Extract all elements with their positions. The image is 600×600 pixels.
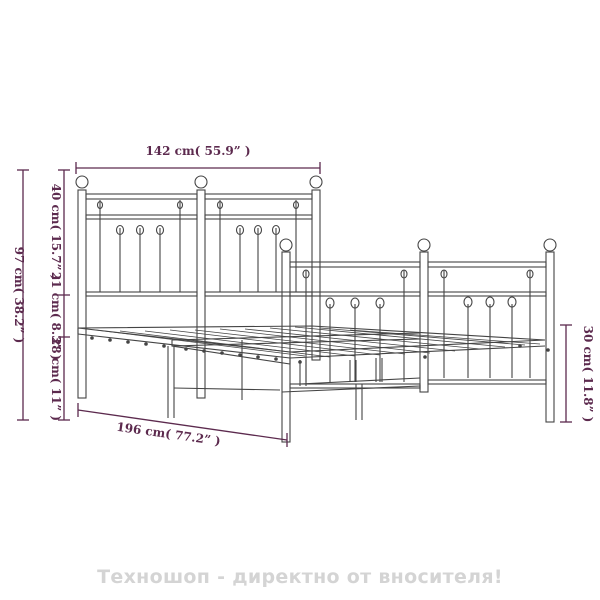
bed-frame	[75, 175, 557, 443]
segment-height-dimension-line	[58, 169, 70, 421]
length-label: 196 cm( 77.2” )	[116, 420, 222, 448]
dimension-lines	[17, 162, 572, 447]
under-bed-label: 28 cm( 11” )	[49, 337, 63, 421]
headboard-top-label: 40 cm( 15.7” )	[49, 184, 63, 281]
width-label: 142 cm( 55.9” )	[145, 144, 250, 158]
length-dimension-line	[77, 403, 288, 447]
footboard-dimension-line	[560, 324, 572, 423]
footboard-label: 30 cm( 11.8” )	[581, 326, 595, 423]
watermark: Техношоп - директно от вносителя!	[97, 566, 503, 588]
headboard	[75, 175, 323, 399]
legs	[281, 358, 421, 420]
middle-label: 21 cm( 8.3” )	[49, 272, 63, 360]
total-height-dimension-line	[17, 169, 29, 421]
width-dimension-line	[75, 162, 321, 174]
total-height-label: 97 cm( 38.2” )	[12, 247, 26, 344]
footboard	[279, 238, 557, 443]
